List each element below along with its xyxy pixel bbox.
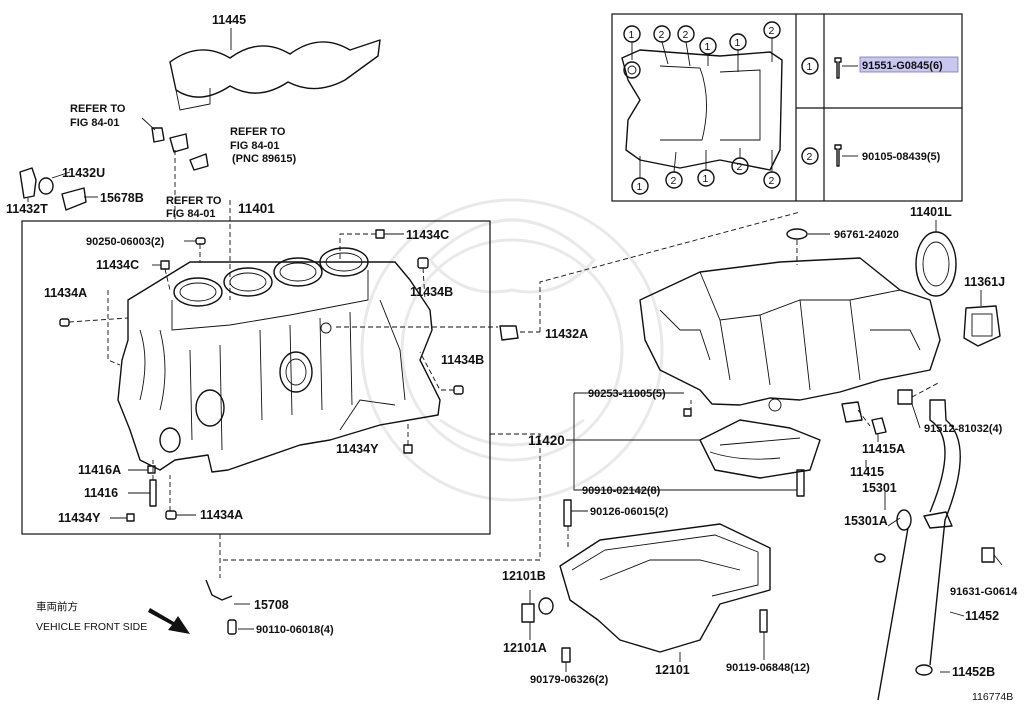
refer-note-2-pnc: (PNC 89615) — [232, 153, 297, 165]
inset-markers-top — [623, 21, 781, 72]
inset-marker-label: 1 — [703, 173, 709, 185]
callout-91631[interactable]: 91631-G0614 — [950, 586, 1018, 598]
inset-marker-label: 1 — [637, 181, 643, 193]
upper-small-parts — [141, 117, 209, 171]
callout-11416[interactable]: 11416 — [84, 486, 118, 500]
diagram-code: 116774B — [972, 691, 1013, 703]
part-12101-drawing — [559, 523, 771, 653]
legend-part-number[interactable]: 91551-G0845(6) — [862, 60, 943, 72]
cylinder-block-drawing — [117, 247, 441, 473]
inset-marker-label: 2 — [659, 29, 665, 41]
callout-11416A[interactable]: 11416A — [78, 463, 121, 477]
callout-90126[interactable]: 90126-06015(2) — [590, 506, 669, 518]
legend-row-1[interactable]: 1 91551-G0845(6) — [801, 56, 959, 79]
inset-marker-label: 1 — [705, 41, 711, 53]
legend-row-2[interactable]: 2 90105-08439(5) — [801, 144, 941, 167]
callout-11432T[interactable]: 11432T — [6, 202, 48, 216]
legend-part-number[interactable]: 90105-08439(5) — [862, 151, 941, 163]
refer-note-2-fig[interactable]: FIG 84-01 — [230, 140, 280, 152]
callout-91512[interactable]: 91512-81032(4) — [924, 423, 1003, 435]
callout-11415[interactable]: 11415 — [850, 465, 884, 479]
highlight-marker — [859, 56, 959, 73]
callout-labels: 11445 REFER TO FIG 84-01 REFER TO FIG 84… — [6, 13, 1018, 703]
callout-11434Y-right[interactable]: 11434Y — [336, 442, 379, 456]
right-small-parts — [499, 228, 1001, 663]
sensor-parts-left — [19, 167, 98, 211]
part-11420-drawing — [699, 419, 821, 479]
callout-11434A-bottom[interactable]: 11434A — [200, 508, 243, 522]
callout-11452[interactable]: 11452 — [965, 609, 999, 623]
watermark-emblem — [360, 198, 664, 502]
callout-11415A[interactable]: 11415A — [862, 442, 905, 456]
inset-marker-label: 1 — [629, 29, 635, 41]
callout-12101[interactable]: 12101 — [655, 663, 690, 677]
part-15708-drawing — [205, 534, 254, 635]
inset-marker-label: 2 — [737, 161, 743, 173]
legend-marker: 2 — [807, 151, 813, 163]
callout-11445[interactable]: 11445 — [212, 13, 246, 27]
callout-90119[interactable]: 90119-06848(12) — [726, 662, 810, 674]
inset-marker-label: 2 — [683, 29, 689, 41]
callout-15301A[interactable]: 15301A — [844, 514, 888, 528]
inset-marker-label: 2 — [769, 175, 775, 187]
dipstick-and-guide-drawing — [874, 399, 995, 701]
callout-11420[interactable]: 11420 — [528, 433, 565, 448]
block-leader-lines — [68, 150, 498, 519]
inset-marker-label: 2 — [769, 25, 775, 37]
vehicle-front-arrow — [148, 608, 190, 634]
callout-90910[interactable]: 90910-02142(8) — [582, 485, 661, 497]
callout-12101B[interactable]: 12101B — [502, 569, 546, 583]
callout-11361J[interactable]: 11361J — [964, 275, 1005, 289]
inset-markers-bottom — [631, 148, 781, 195]
callout-90253[interactable]: 90253-11005(5) — [588, 388, 666, 400]
callout-96761[interactable]: 96761-24020 — [834, 229, 899, 241]
callout-15301[interactable]: 15301 — [862, 481, 897, 495]
bolt-legend-inset: 1 2 2 1 1 2 1 2 1 2 2 1 91551-G0845(6) 2… — [611, 13, 963, 202]
refer-note-1-fig[interactable]: FIG 84-01 — [70, 117, 120, 129]
legend-marker: 1 — [807, 61, 813, 73]
callout-12101A[interactable]: 12101A — [503, 641, 547, 655]
callout-15708[interactable]: 15708 — [254, 598, 289, 612]
callout-11432U[interactable]: 11432U — [62, 166, 105, 180]
refer-note-2: REFER TO — [230, 126, 286, 138]
callout-11452B[interactable]: 11452B — [952, 665, 995, 679]
callout-90110[interactable]: 90110-06018(4) — [256, 624, 334, 636]
refer-note-3: REFER TO — [166, 195, 222, 207]
refer-note-3-fig[interactable]: FIG 84-01 — [166, 208, 216, 220]
callout-11434C-left[interactable]: 11434C — [96, 258, 139, 272]
callout-11434B-top[interactable]: 11434B — [410, 285, 453, 299]
callout-11401L[interactable]: 11401L — [910, 205, 952, 219]
callout-90250[interactable]: 90250-06003(2) — [86, 236, 165, 248]
callout-11434B-right[interactable]: 11434B — [441, 353, 484, 367]
callout-11434C-top[interactable]: 11434C — [406, 228, 449, 242]
callout-11434Y-bottom[interactable]: 11434Y — [58, 511, 101, 525]
inset-marker-label: 2 — [671, 175, 677, 187]
inset-marker-label: 1 — [735, 37, 741, 49]
part-11445-drawing — [169, 28, 381, 111]
oil-pan-stiffener-drawing — [639, 257, 941, 412]
callout-90179[interactable]: 90179-06326(2) — [530, 674, 609, 686]
right-leader-lines — [222, 211, 1003, 673]
callout-11432A[interactable]: 11432A — [545, 327, 588, 341]
cylinder-block-group-box — [21, 220, 491, 535]
callout-15678B[interactable]: 15678B — [100, 191, 144, 205]
vehicle-front-en: VEHICLE FRONT SIDE — [36, 621, 147, 633]
callout-11401[interactable]: 11401 — [238, 201, 275, 216]
callout-11434A-left[interactable]: 11434A — [44, 286, 87, 300]
refer-note-1: REFER TO — [70, 103, 126, 115]
vehicle-front-jp: 車両前方 — [36, 600, 78, 613]
